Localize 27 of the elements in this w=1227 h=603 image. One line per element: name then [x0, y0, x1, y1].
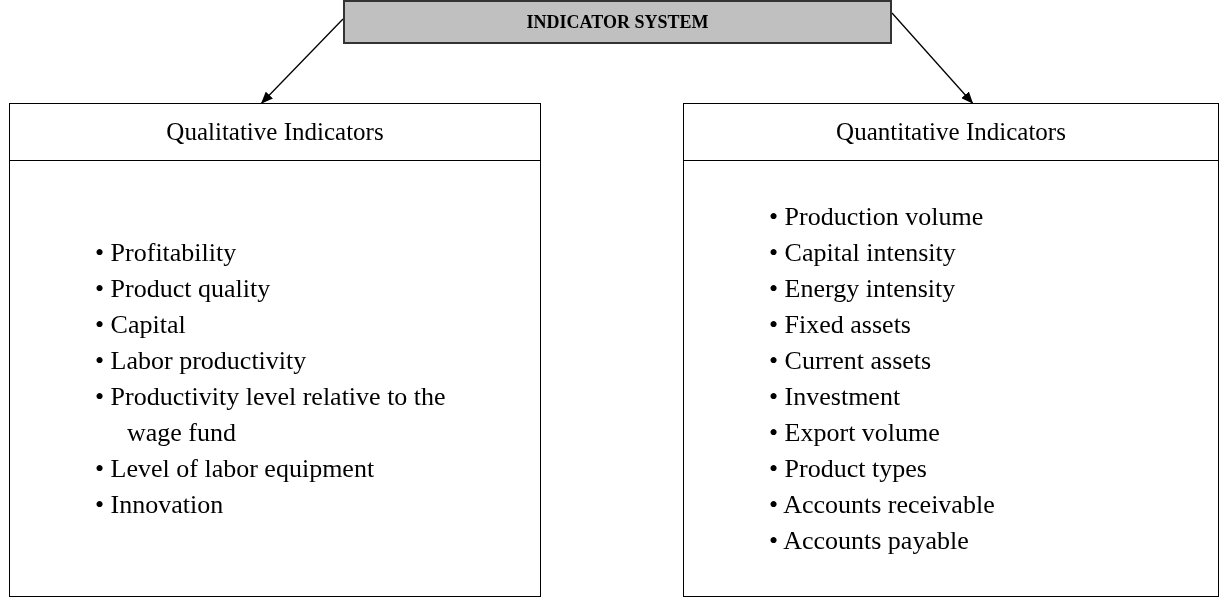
- list-item: • Level of labor equipment: [95, 452, 376, 485]
- list-item: • Current assets: [769, 344, 933, 377]
- title-text: INDICATOR SYSTEM: [526, 10, 709, 34]
- list-item: • Fixed assets: [769, 308, 912, 341]
- list-item: • Export volume: [769, 416, 941, 449]
- list-item: • Product quality: [95, 272, 272, 305]
- title-box: [343, 0, 892, 44]
- list-item: • Accounts payable: [769, 524, 970, 557]
- list-item: • Product types: [769, 452, 928, 485]
- list-item: • Production volume: [769, 200, 985, 233]
- list-item: • Capital: [95, 308, 187, 341]
- header-box: [9, 103, 541, 161]
- arrow: [261, 18, 344, 104]
- arrow: [891, 12, 974, 104]
- list-box: [9, 160, 541, 597]
- list-item: • Productivity level relative to the wage fund: [95, 380, 447, 449]
- list-item: • Accounts receivable: [769, 488, 996, 521]
- list-item: • Innovation: [95, 488, 225, 521]
- list-item: • Investment: [769, 380, 902, 413]
- list-item: • Energy intensity: [769, 272, 957, 305]
- list-item: • Capital intensity: [769, 236, 957, 269]
- list-box: [683, 160, 1219, 597]
- list-item: • Profitability: [95, 236, 238, 269]
- header-text: Qualitative Indicators: [166, 117, 384, 148]
- header-text: Quantitative Indicators: [836, 117, 1066, 148]
- header-box: [683, 103, 1219, 161]
- list-item: • Labor productivity: [95, 344, 308, 377]
